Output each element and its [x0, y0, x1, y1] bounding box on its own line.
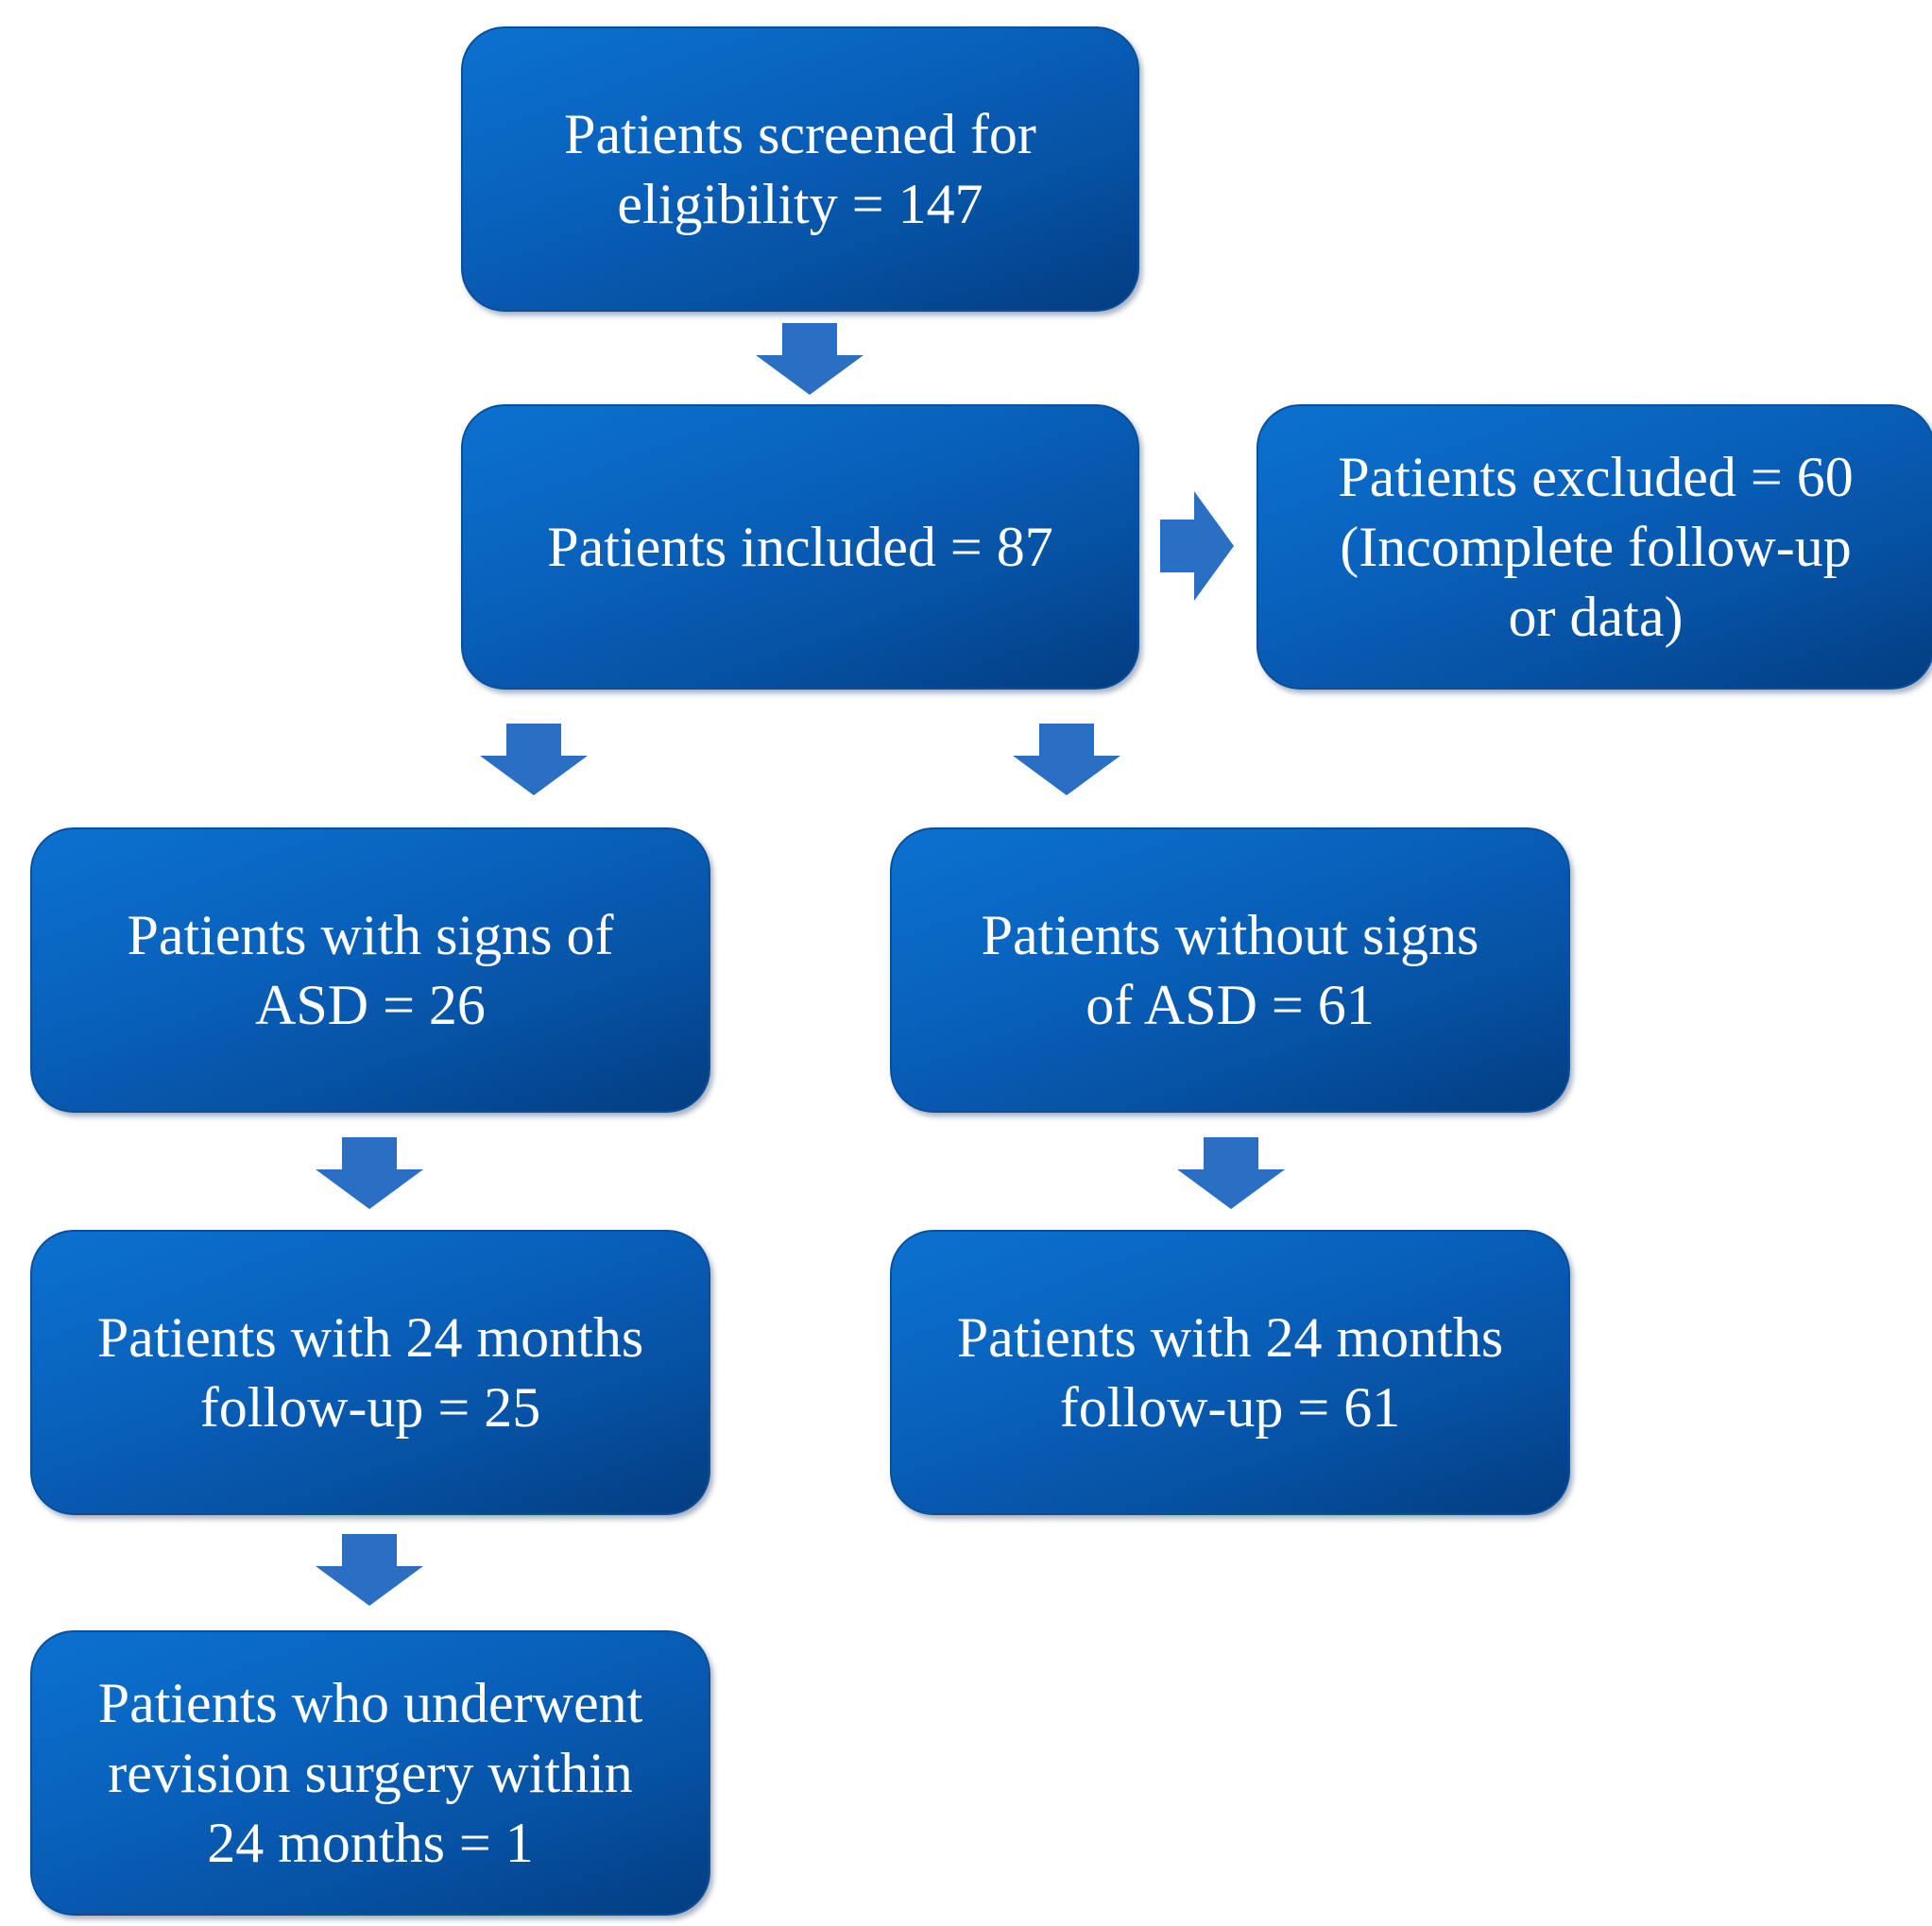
arrow-down-icon — [316, 1137, 423, 1209]
arrow-down-included-to-with-asd — [480, 724, 588, 795]
arrow-right-included-to-excluded — [1160, 491, 1234, 601]
arrow-down-icon — [480, 724, 588, 795]
screened-box: Patients screened for eligibility = 147 — [461, 26, 1139, 312]
arrow-down-icon — [1177, 1137, 1285, 1209]
included-box: Patients included = 87 — [461, 404, 1139, 690]
arrow-down-icon — [1013, 724, 1120, 795]
screened-label: Patients screened for eligibility = 147 — [564, 103, 1036, 235]
without-asd-followup-box: Patients with 24 months follow-up = 61 — [890, 1230, 1570, 1515]
arrow-down-icon — [756, 323, 863, 395]
arrow-down-icon — [316, 1534, 423, 1606]
without-asd-box: Patients without signs of ASD = 61 — [890, 827, 1570, 1113]
with-asd-label: Patients with signs of ASD = 26 — [127, 904, 614, 1036]
revision-label: Patients who underwent revision surgery … — [97, 1672, 643, 1874]
arrow-down-followup-to-revision — [316, 1534, 423, 1606]
arrow-down-screened-to-included — [756, 323, 863, 395]
arrow-down-included-to-without-asd — [1013, 724, 1120, 795]
arrow-right-icon — [1160, 491, 1234, 601]
excluded-label: Patients excluded = 60 (Incomplete follo… — [1338, 446, 1854, 648]
revision-box: Patients who underwent revision surgery … — [30, 1630, 710, 1916]
with-asd-followup-label: Patients with 24 months follow-up = 25 — [96, 1306, 644, 1439]
without-asd-label: Patients without signs of ASD = 61 — [981, 904, 1479, 1036]
arrow-down-without-asd-to-followup — [1177, 1137, 1285, 1209]
with-asd-followup-box: Patients with 24 months follow-up = 25 — [30, 1230, 710, 1515]
excluded-box: Patients excluded = 60 (Incomplete follo… — [1257, 404, 1932, 690]
included-label: Patients included = 87 — [547, 516, 1053, 578]
with-asd-box: Patients with signs of ASD = 26 — [30, 827, 710, 1113]
arrow-down-with-asd-to-followup — [316, 1137, 423, 1209]
without-asd-followup-label: Patients with 24 months follow-up = 61 — [956, 1306, 1504, 1439]
